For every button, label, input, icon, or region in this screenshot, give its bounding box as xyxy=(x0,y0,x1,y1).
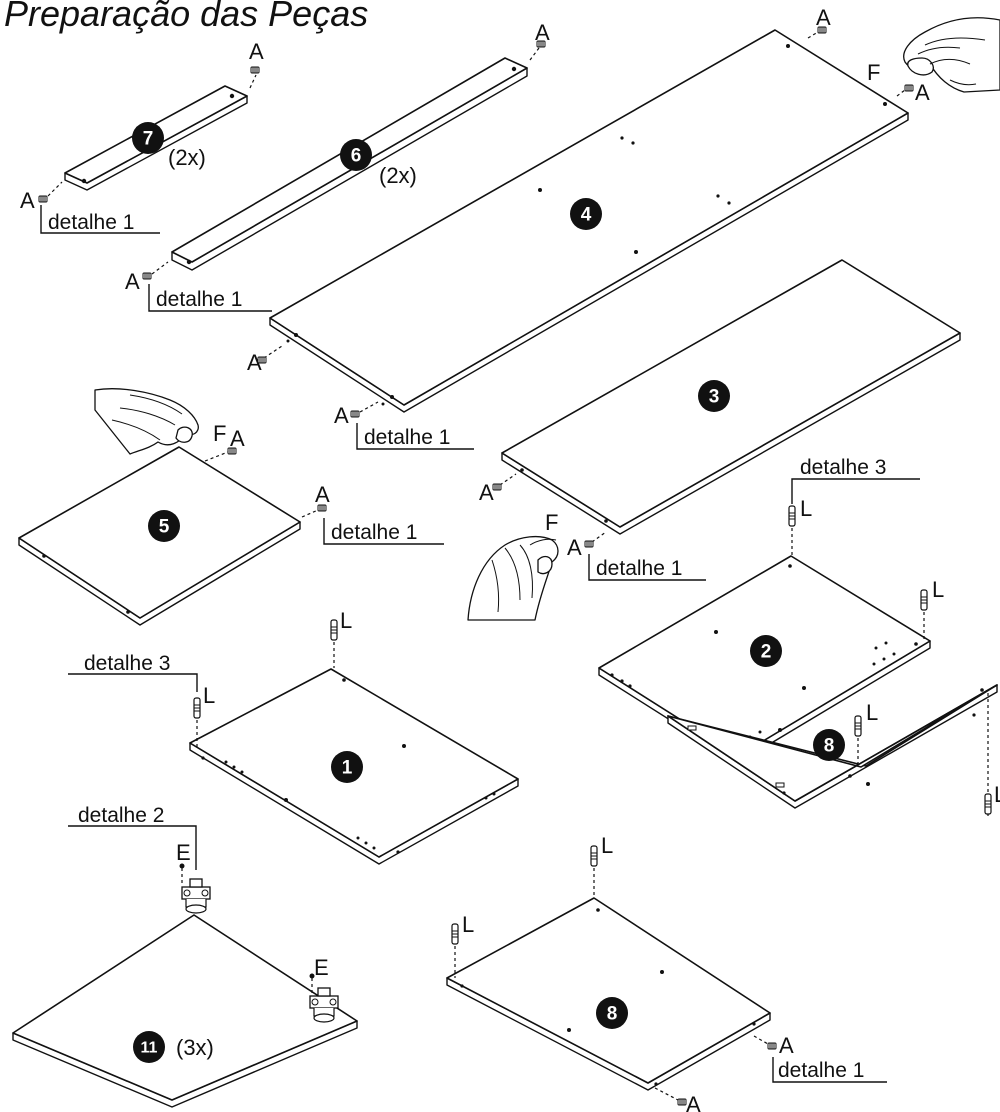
detail-1-label: detalhe 1 xyxy=(331,521,417,544)
piece-6-qty: (2x) xyxy=(379,163,417,188)
svg-text:7: 7 xyxy=(143,129,154,150)
label-a: A xyxy=(20,188,35,213)
svg-text:4: 4 xyxy=(581,205,592,226)
label-a: A xyxy=(567,535,582,560)
hand-icon xyxy=(94,388,199,455)
label-a: A xyxy=(816,5,831,30)
label-f: F xyxy=(545,510,558,535)
label-l: L xyxy=(340,608,352,633)
hand-icon xyxy=(903,17,1000,93)
svg-text:1: 1 xyxy=(342,758,353,779)
detail-1-label: detalhe 1 xyxy=(156,288,242,311)
label-a: A xyxy=(479,480,494,505)
label-a: A xyxy=(334,403,349,428)
label-l: L xyxy=(203,683,215,708)
piece-8-board-right xyxy=(667,684,998,809)
piece-2-badge: 2 xyxy=(750,635,782,667)
piece-7-badge: 7 xyxy=(132,122,164,154)
label-l: L xyxy=(800,496,812,521)
detail-2-label: detalhe 2 xyxy=(78,804,164,827)
detail-1-label: detalhe 1 xyxy=(596,557,682,580)
label-e: E xyxy=(176,840,191,865)
label-f: F xyxy=(867,60,880,85)
label-e: E xyxy=(314,955,329,980)
svg-text:2: 2 xyxy=(761,642,772,663)
svg-text:8: 8 xyxy=(607,1004,618,1025)
svg-text:5: 5 xyxy=(159,517,170,538)
label-f: F xyxy=(213,421,226,446)
label-l: L xyxy=(932,577,944,602)
piece-8-board-bottom xyxy=(446,897,771,1091)
label-a: A xyxy=(125,269,140,294)
piece-11-board xyxy=(12,914,358,1108)
label-a: A xyxy=(686,1092,701,1112)
svg-text:3: 3 xyxy=(709,387,720,408)
svg-text:6: 6 xyxy=(351,146,362,167)
hand-icon xyxy=(467,535,559,621)
label-a: A xyxy=(247,350,262,375)
piece-4-badge: 4 xyxy=(570,198,602,230)
piece-11-qty: (3x) xyxy=(176,1035,214,1060)
detail-1-label: detalhe 1 xyxy=(778,1059,864,1082)
label-l: L xyxy=(462,912,474,937)
piece-8-badge-bottom: 8 xyxy=(596,997,628,1029)
piece-3-board xyxy=(501,259,961,535)
detail-1-label: detalhe 1 xyxy=(364,426,450,449)
label-a: A xyxy=(779,1033,794,1058)
piece-5-badge: 5 xyxy=(148,510,180,542)
piece-6-badge: 6 xyxy=(340,139,372,171)
detail-1-label: detalhe 1 xyxy=(48,211,134,234)
label-a: A xyxy=(915,80,930,105)
detail-3-label: detalhe 3 xyxy=(84,652,170,675)
label-a: A xyxy=(249,39,264,64)
piece-11-badge: 11 xyxy=(133,1031,165,1063)
svg-text:8: 8 xyxy=(824,736,835,757)
page-title: Preparação das Peças xyxy=(4,0,368,34)
piece-3-badge: 3 xyxy=(698,380,730,412)
label-l: L xyxy=(994,782,1000,807)
label-l: L xyxy=(866,700,878,725)
hinge-top xyxy=(179,863,211,914)
label-a: A xyxy=(535,20,550,45)
svg-text:11: 11 xyxy=(141,1040,158,1057)
detail-3-label: detalhe 3 xyxy=(800,456,886,479)
hinge-right xyxy=(309,973,339,1023)
label-l: L xyxy=(601,833,613,858)
label-a: A xyxy=(230,426,245,451)
label-a: A xyxy=(315,482,330,507)
piece-8-badge-right: 8 xyxy=(813,729,845,761)
piece-1-badge: 1 xyxy=(331,751,363,783)
piece-7-qty: (2x) xyxy=(168,145,206,170)
